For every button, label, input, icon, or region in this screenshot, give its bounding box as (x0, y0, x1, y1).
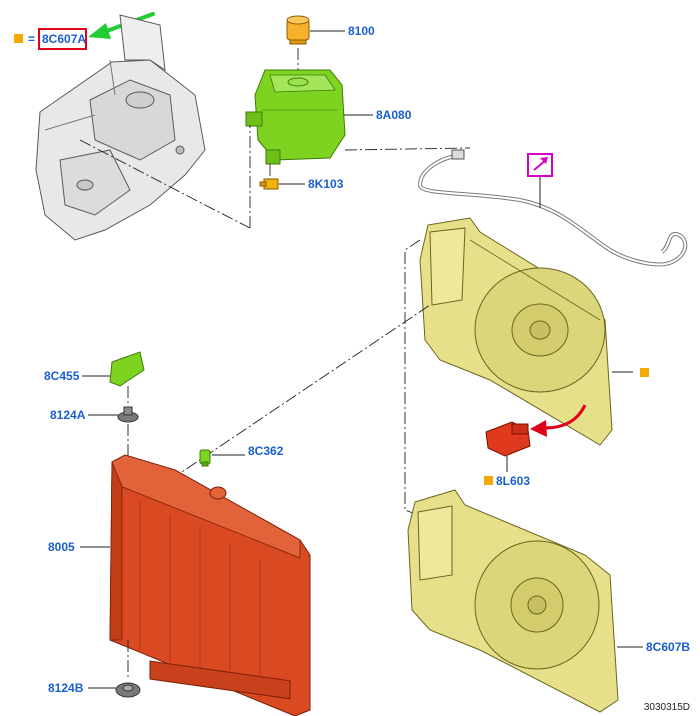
orange-square-marker-icon (484, 476, 493, 485)
callout-8124A[interactable]: 8124A (50, 408, 86, 422)
upper-bracket (35, 14, 206, 241)
upper-isolator (117, 406, 139, 423)
callout-8C455[interactable]: 8C455 (44, 369, 80, 383)
magenta-callout-box-icon[interactable] (527, 153, 553, 177)
callout-8005[interactable]: 8005 (48, 540, 75, 554)
fan-shroud-lower (407, 489, 619, 713)
coolant-reservoir (245, 69, 346, 165)
orange-square-marker-icon (14, 34, 23, 43)
highlight-box (38, 28, 87, 50)
legend-part-number[interactable]: 8C607A (42, 32, 86, 46)
orange-square-marker-icon (640, 368, 649, 377)
callout-8L603[interactable]: 8L603 (496, 474, 530, 488)
reservoir-clip (259, 178, 279, 190)
callout-8100[interactable]: 8100 (348, 24, 375, 38)
legend-equals: = (28, 32, 35, 46)
callout-8A080[interactable]: 8A080 (376, 108, 412, 122)
reservoir-cap (286, 15, 310, 45)
red-direction-arrow-icon (530, 404, 587, 437)
lower-isolator (115, 682, 141, 698)
drain-plug (199, 449, 211, 467)
callout-8C607B[interactable]: 8C607B (646, 640, 690, 654)
air-deflector (109, 351, 145, 387)
callout-8C362[interactable]: 8C362 (248, 444, 284, 458)
figure-id: 3030315D (644, 702, 690, 713)
fan-shroud-upper (419, 217, 613, 446)
radiator (109, 454, 311, 716)
coolant-hose (417, 149, 688, 267)
callout-8K103[interactable]: 8K103 (308, 177, 344, 191)
fan-resistor (485, 421, 531, 457)
callout-8124B[interactable]: 8124B (48, 681, 84, 695)
